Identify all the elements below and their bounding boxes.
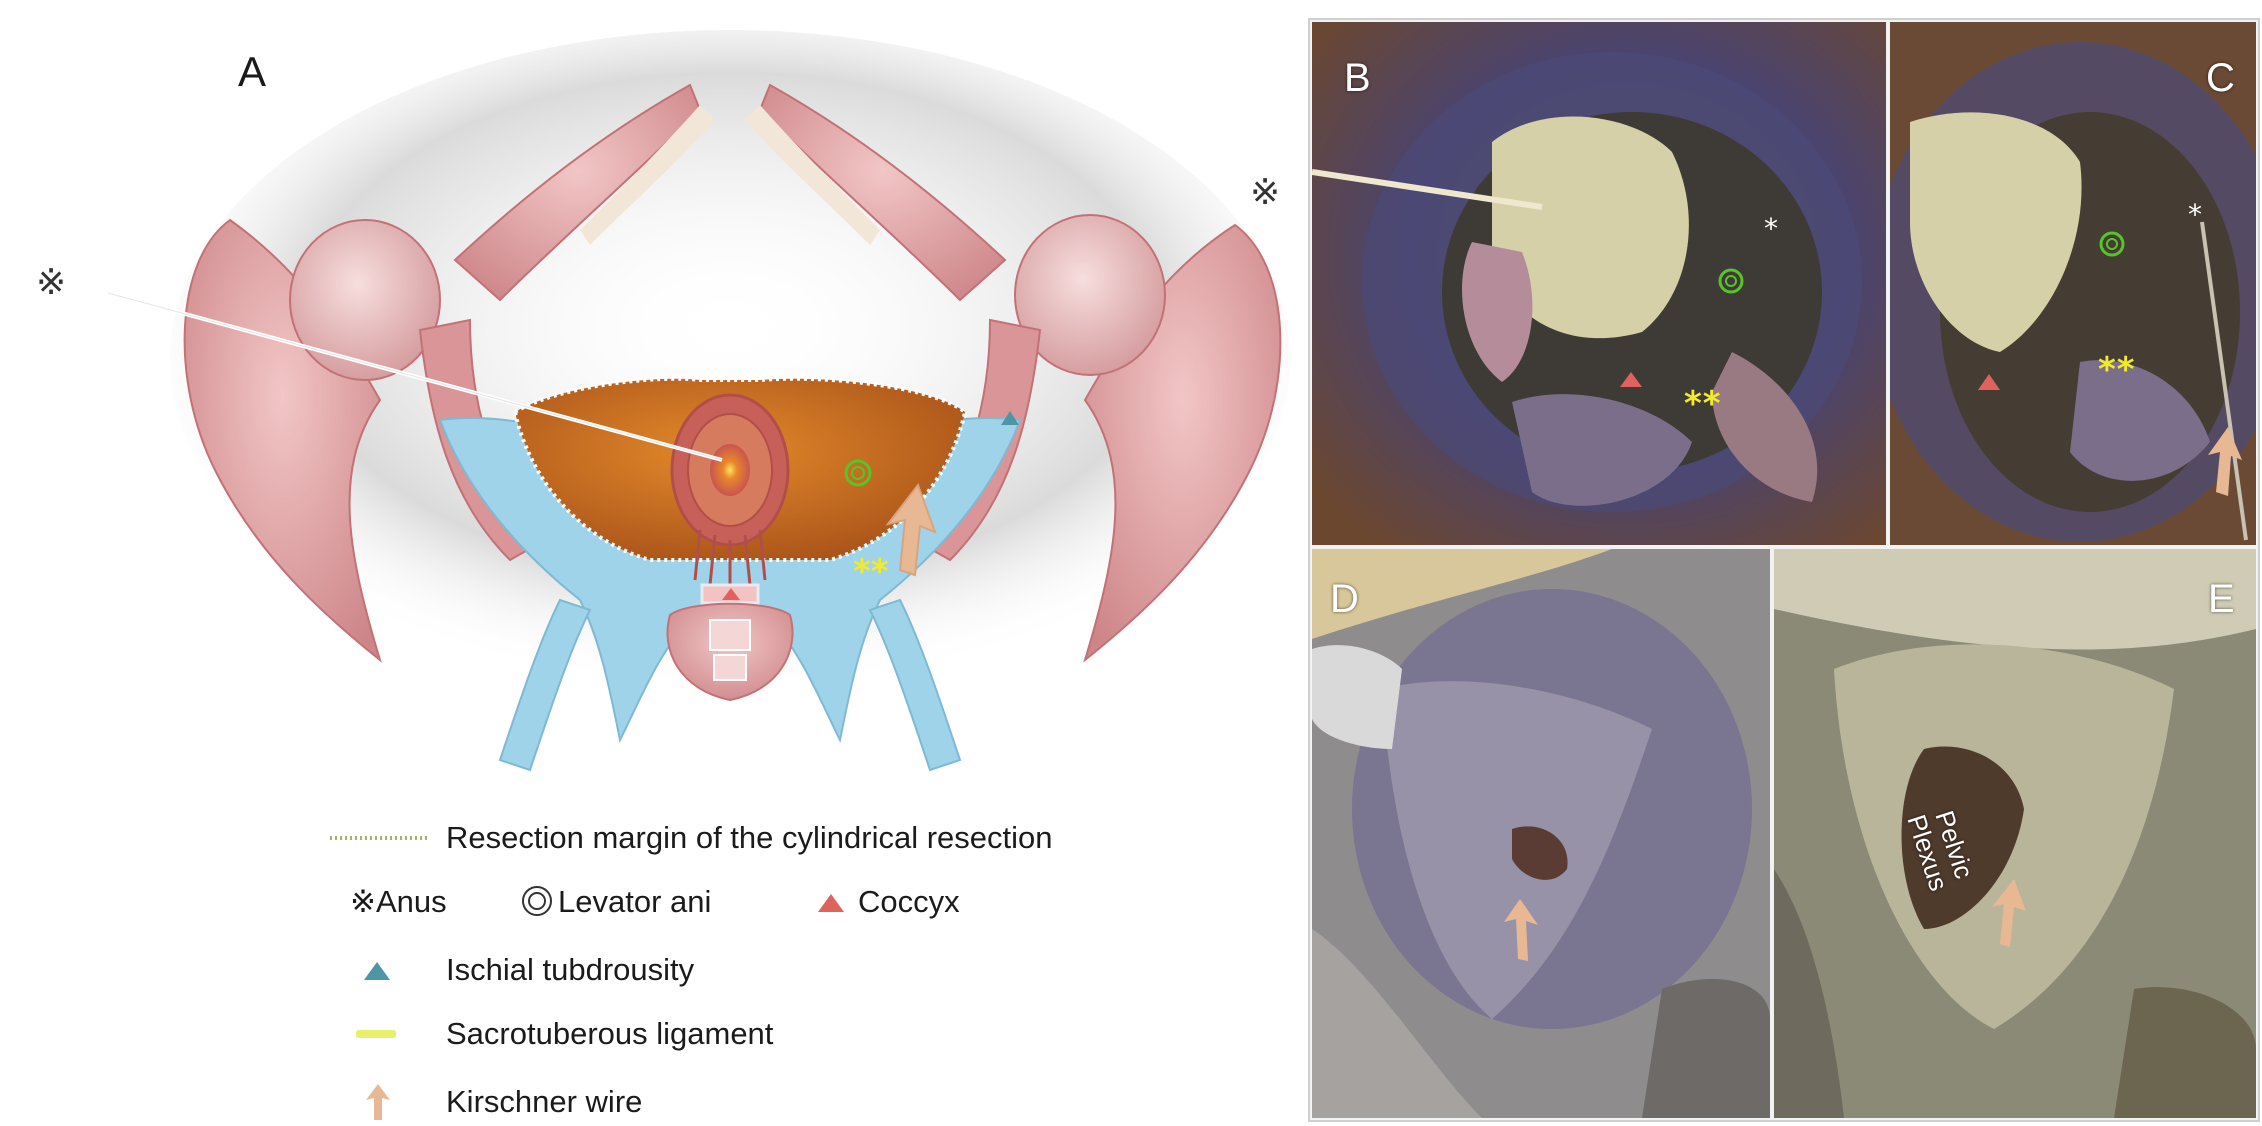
- anus-mark-left: ※: [36, 262, 66, 303]
- sacrotuberous-marker-icon: [354, 1024, 398, 1044]
- pelvis-diagram: **: [0, 0, 1290, 820]
- panel-c-anus-mark: *: [2188, 198, 2202, 231]
- resection-margin-legend-icon: [330, 832, 430, 844]
- panel-d-letter: D: [1330, 577, 1359, 622]
- legend-levator-label: Levator ani: [558, 884, 711, 920]
- pelvic-floor-illustration: ** A ※ ※: [0, 0, 1290, 820]
- panel-c-letter: C: [2206, 56, 2235, 101]
- levator-ani-icon: [520, 884, 554, 918]
- legend-coccyx-label: Coccyx: [858, 884, 960, 920]
- panel-e-photo: E Pelvic Plexus: [1774, 549, 2256, 1118]
- panel-b-sacrotuberous-mark: **: [1684, 384, 1722, 424]
- panel-b-photo: B ** *: [1312, 22, 1886, 545]
- legend-sacrotuberous-label: Sacrotuberous ligament: [446, 1016, 773, 1052]
- panel-b-anus-mark: *: [1764, 212, 1778, 245]
- legend-ischial-label: Ischial tubdrousity: [446, 952, 694, 988]
- panel-e-letter: E: [2208, 577, 2235, 622]
- panel-b-letter: B: [1344, 56, 1371, 101]
- sacrotuberous-marker-icon: **: [853, 552, 889, 592]
- anus: [710, 444, 750, 496]
- coccyx-triangle-icon: [816, 890, 846, 914]
- anus-mark-right: ※: [1250, 172, 1280, 213]
- panel-c-photo: C ** *: [1890, 22, 2256, 545]
- panel-d-photo: D: [1312, 549, 1770, 1118]
- panel-c-sacrotuberous-mark: **: [2098, 350, 2136, 390]
- legend-kirschner-label: Kirschner wire: [446, 1084, 642, 1120]
- legend-anus-label: ※Anus: [350, 884, 447, 920]
- panel-a-letter: A: [238, 48, 266, 96]
- cadaver-photo-panels: B ** * C ** *: [1308, 18, 2260, 1122]
- kirschner-arrow-icon: [362, 1082, 394, 1122]
- legend-resection-label: Resection margin of the cylindrical rese…: [446, 820, 1053, 856]
- ischial-triangle-icon: [362, 958, 392, 982]
